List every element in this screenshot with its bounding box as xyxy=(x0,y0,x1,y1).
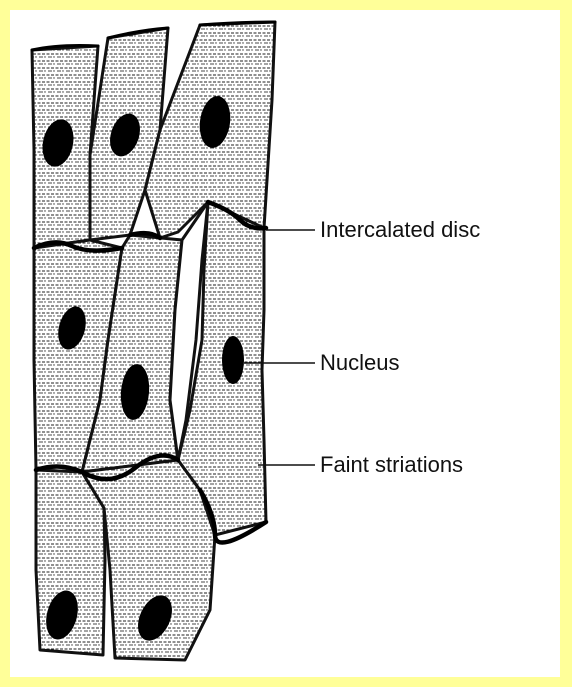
label-faint-striations: Faint striations xyxy=(320,454,463,476)
label-nucleus: Nucleus xyxy=(320,352,399,374)
diagram-panel: Intercalated disc Nucleus Faint striatio… xyxy=(10,10,560,677)
cardiac-muscle-illustration xyxy=(10,10,560,677)
label-intercalated-disc: Intercalated disc xyxy=(320,219,480,241)
nucleus-right-middle xyxy=(222,336,244,384)
